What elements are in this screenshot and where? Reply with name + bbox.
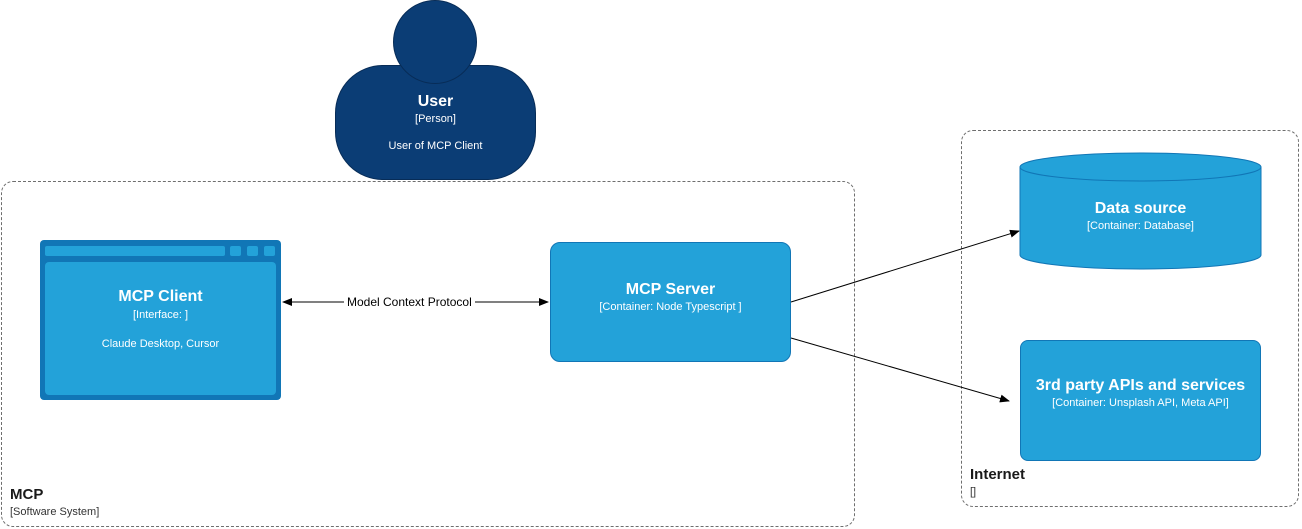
user-head-shape [393, 0, 477, 84]
window-button-icon [247, 246, 258, 256]
user-title: User [417, 93, 454, 110]
mcp-boundary-title: MCP [10, 486, 44, 503]
window-titlebar [45, 246, 225, 256]
user-body-shape [335, 65, 536, 180]
apis-type: [Container: Unsplash API, Meta API] [1052, 397, 1229, 409]
window-button-icon [230, 246, 241, 256]
mcp-server-node[interactable]: MCP Server [Container: Node Typescript ] [550, 242, 791, 362]
internet-boundary [961, 130, 1299, 507]
mcp-client-node[interactable]: MCP Client [Interface: ] Claude Desktop,… [40, 240, 281, 400]
user-description: User of MCP Client [388, 140, 483, 152]
data-source-title: Data source [1094, 200, 1187, 217]
mcp-client-type: [Interface: ] [132, 309, 189, 321]
internet-boundary-subtitle: [] [970, 486, 977, 498]
window-button-icon [264, 246, 275, 256]
mcp-client-title: MCP Client [118, 288, 203, 305]
edge-server-datasource[interactable] [790, 229, 1020, 303]
apis-title: 3rd party APIs and services [1035, 377, 1246, 394]
apis-node[interactable]: 3rd party APIs and services [Container: … [1020, 340, 1261, 461]
data-source-type: [Container: Database] [1086, 220, 1194, 232]
database-cylinder-icon [1019, 152, 1262, 270]
mcp-server-type: [Container: Node Typescript ] [599, 301, 742, 313]
mcp-client-description: Claude Desktop, Cursor [101, 338, 220, 350]
internet-boundary-title: Internet [970, 466, 1026, 483]
window-content [45, 262, 276, 395]
mcp-boundary-subtitle: [Software System] [10, 506, 100, 518]
user-type: [Person] [415, 113, 456, 125]
edge-label-mcp-protocol: Model Context Protocol [344, 295, 475, 309]
mcp-boundary [1, 181, 855, 527]
mcp-server-title: MCP Server [625, 281, 716, 298]
edge-server-apis[interactable] [790, 337, 1010, 403]
